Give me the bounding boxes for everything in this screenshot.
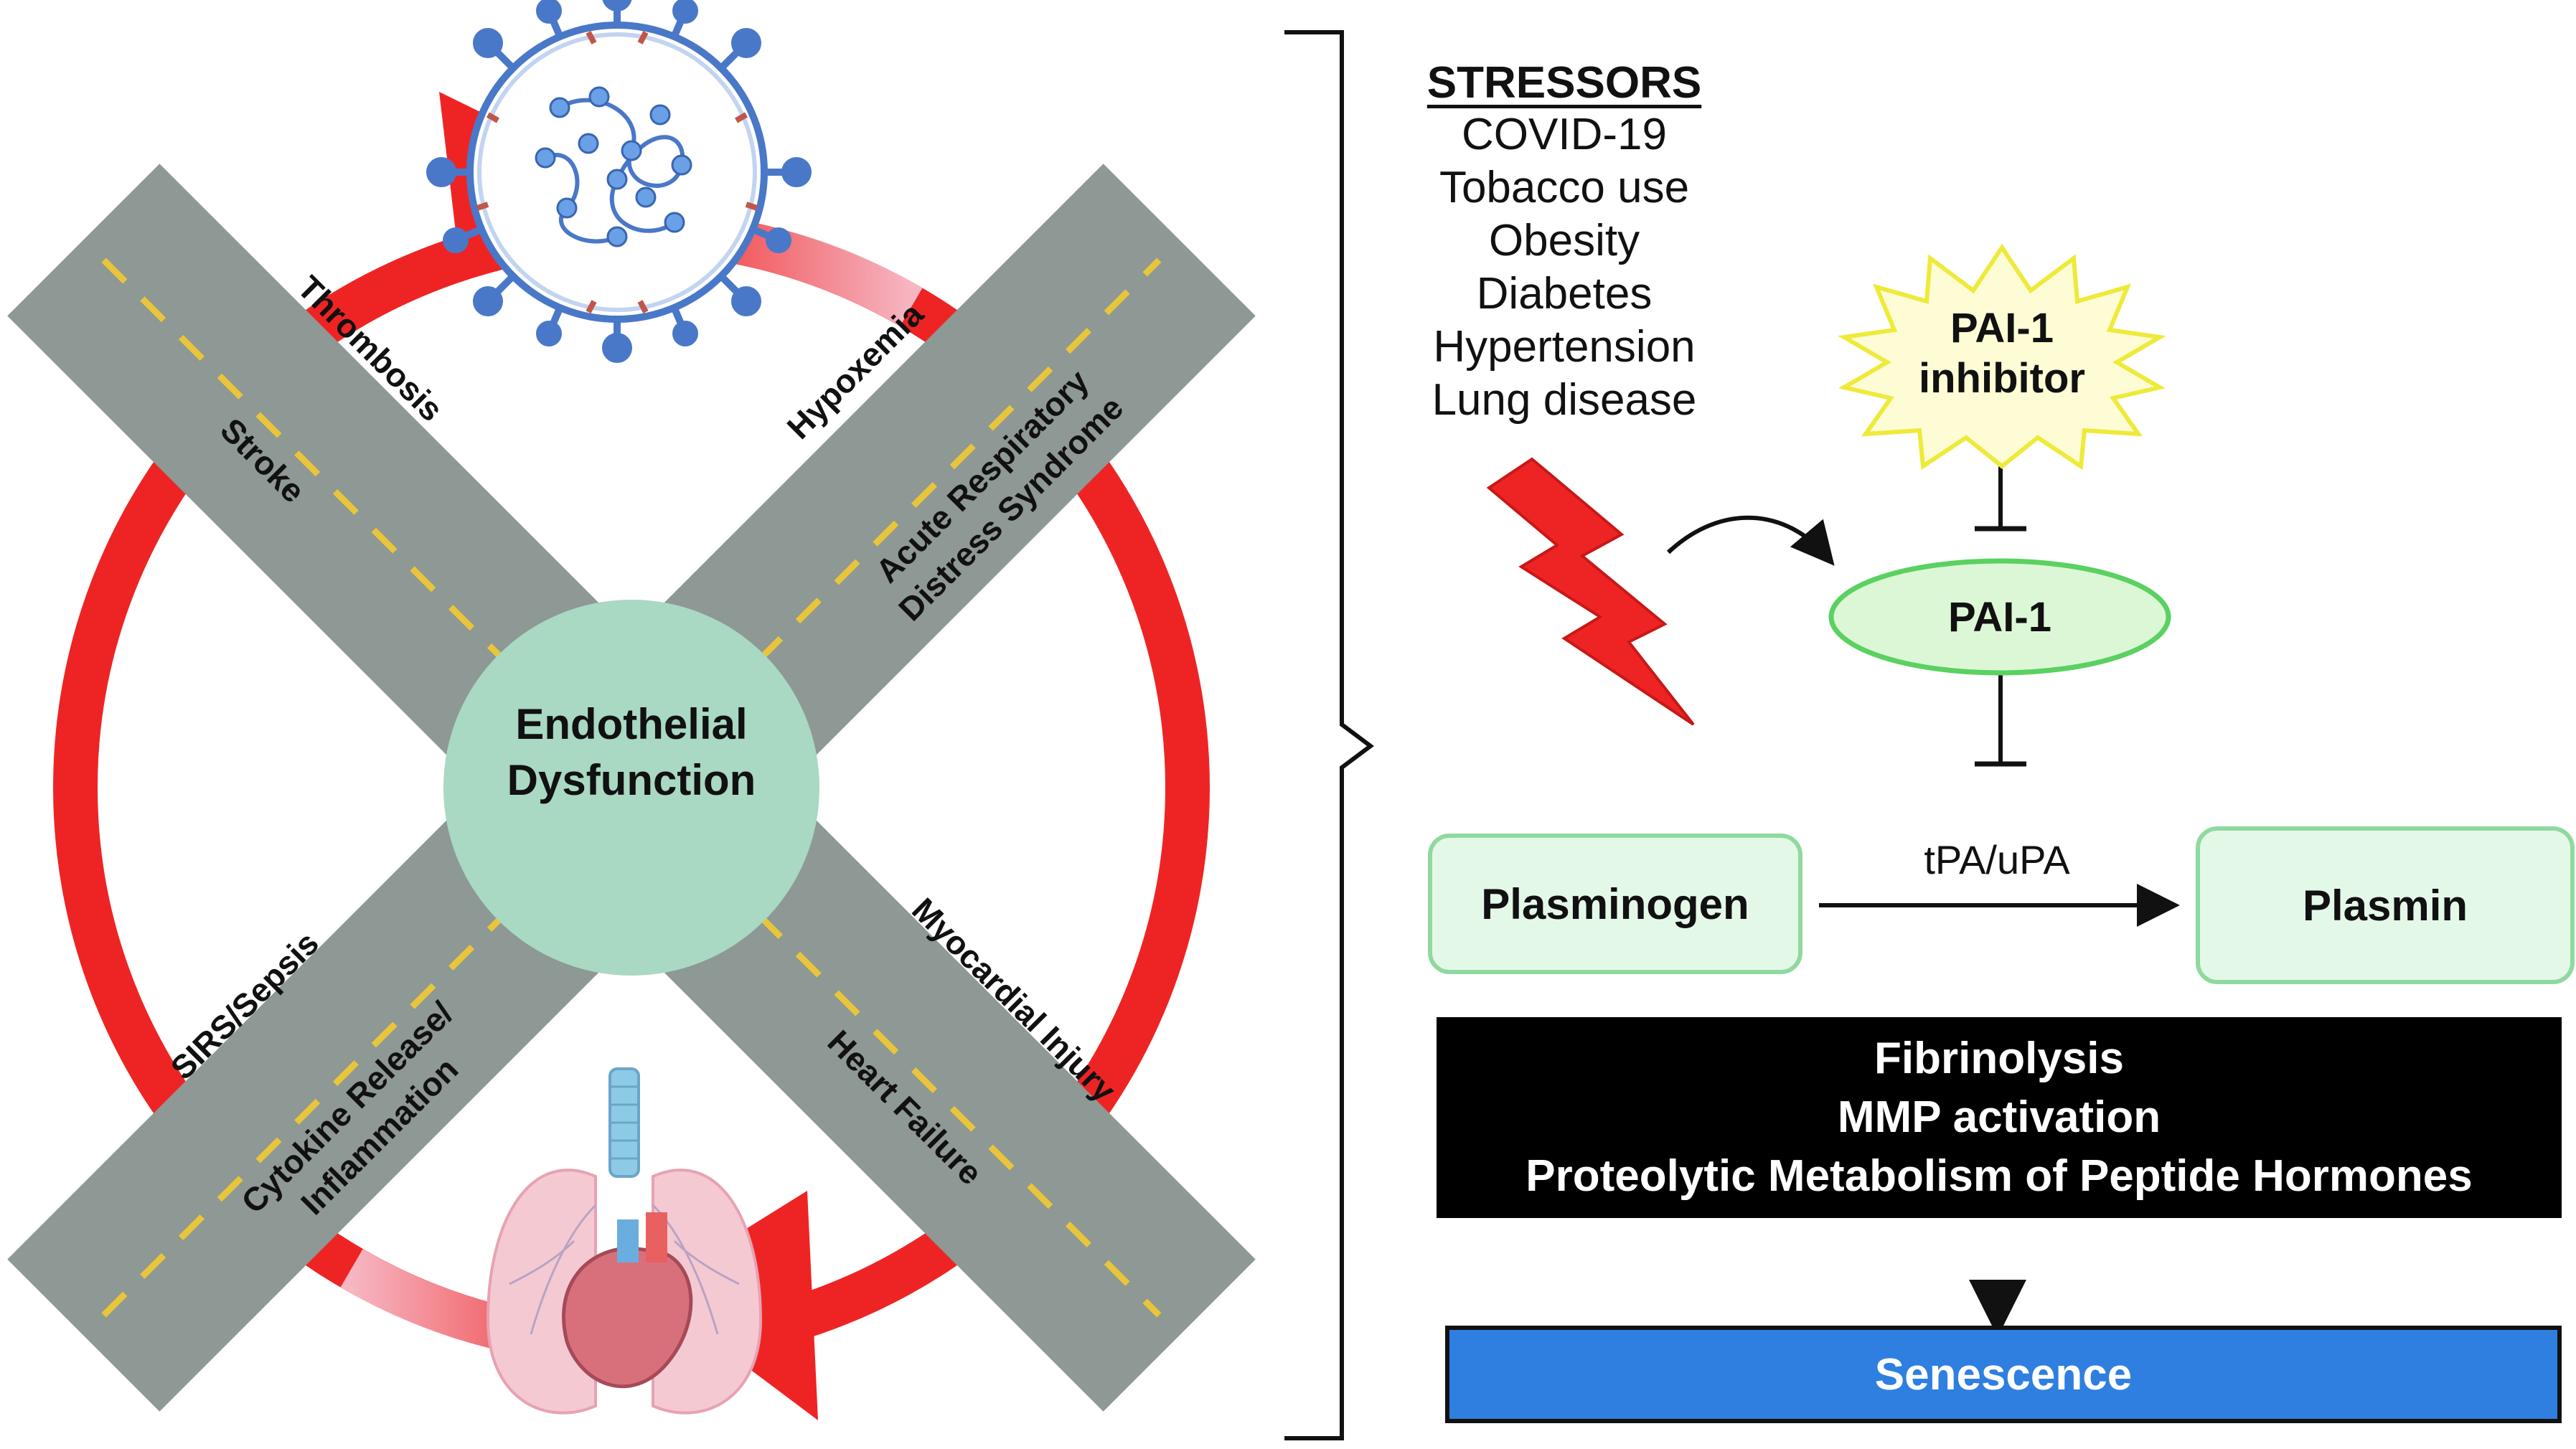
effect-fibrinolysis: Fibrinolysis xyxy=(1874,1034,2124,1083)
center-circle xyxy=(443,600,819,976)
stressor-item: Tobacco use xyxy=(1439,163,1690,212)
stressor-item: Obesity xyxy=(1488,216,1640,265)
heart-lungs-icon xyxy=(486,1067,763,1415)
pai1-label: PAI-1 xyxy=(1948,594,2051,641)
stressor-item: Lung disease xyxy=(1432,375,1697,425)
virus-icon xyxy=(426,0,812,363)
right-panel-connectors: PAI-1 inhibitor PAI-1 tPA/uPA xyxy=(1486,243,2180,1337)
center-circle-line2: Dysfunction xyxy=(507,756,756,804)
senescence-box: Senescence xyxy=(1445,1326,2562,1423)
enzyme-label: tPA/uPA xyxy=(1924,837,2070,882)
stressors-list: STRESSORS COVID-19 Tobacco use Obesity D… xyxy=(1385,57,1744,427)
stressor-item: COVID-19 xyxy=(1462,110,1667,159)
pai1-inhibitor-line2: inhibitor xyxy=(1919,355,2085,402)
plasminogen-box: Plasminogen xyxy=(1428,834,1802,974)
pai1-inhibitor-line1: PAI-1 xyxy=(1950,305,2054,351)
effect-mmp-activation: MMP activation xyxy=(1837,1092,2161,1142)
grouping-brace xyxy=(1284,30,1374,1440)
lightning-bolt-icon xyxy=(1486,457,1695,726)
center-circle-line1: Endothelial xyxy=(515,700,747,748)
stressor-item: Diabetes xyxy=(1476,269,1653,318)
left-panel: Endothelial Dysfunction Thrombosis Strok… xyxy=(7,0,1256,1420)
effect-peptide-hormone-metabolism: Proteolytic Metabolism of Peptide Hormon… xyxy=(1526,1151,2473,1201)
plasmin-box: Plasmin xyxy=(2196,826,2575,984)
pai1-node xyxy=(1828,558,2171,676)
downstream-effects-box: Fibrinolysis MMP activation Proteolytic … xyxy=(1437,1017,2562,1218)
pai1-inhibitor-burst xyxy=(1838,243,2166,471)
stressors-title: STRESSORS xyxy=(1426,58,1702,108)
stressor-to-pai1-arrow xyxy=(1666,515,1835,566)
stressor-item: Hypertension xyxy=(1433,322,1696,372)
